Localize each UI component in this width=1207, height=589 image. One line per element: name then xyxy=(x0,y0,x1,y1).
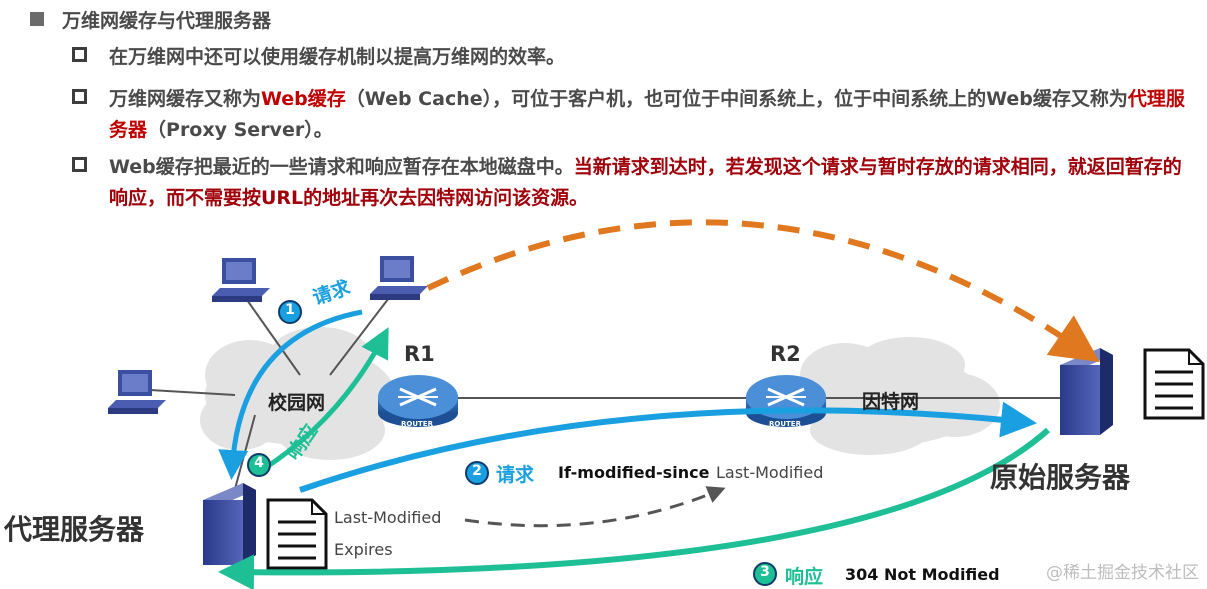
step4-response-arrow xyxy=(260,327,389,473)
step2-number: 2 xyxy=(472,463,482,479)
step1-number: 1 xyxy=(285,302,295,318)
bullet-2: 万维网缓存又称为Web缓存（Web Cache），可位于客户机，也可位于中间系统… xyxy=(72,84,1199,146)
bullet-segment: 代理服务器 xyxy=(109,88,1185,141)
step2-label: 请求 xyxy=(496,464,535,486)
step4-number: 4 xyxy=(254,455,264,471)
checkbox-icon xyxy=(72,157,87,172)
client-computer-icon xyxy=(108,370,166,414)
bullet-1: 在万维网中还可以使用缓存机制以提高万维网的效率。 xyxy=(72,42,1199,73)
section-heading: 万维网缓存与代理服务器 xyxy=(30,6,271,32)
doc-expires: Expires xyxy=(334,540,393,559)
bullet-segment: 在万维网中还可以使用缓存机制以提高万维网的效率。 xyxy=(109,46,566,68)
step3-label: 响应 xyxy=(785,566,824,588)
checkbox-icon xyxy=(72,89,87,104)
client-computer-icon xyxy=(212,258,270,302)
router-r1-text: ROUTER xyxy=(401,420,433,428)
proxy-server-label: 代理服务器 xyxy=(4,513,145,546)
heading-square-icon xyxy=(30,12,44,26)
orange-dashed-arrow xyxy=(426,219,1100,363)
router-r1-icon xyxy=(378,375,458,427)
internet-label: 因特网 xyxy=(862,391,920,413)
watermark: @稀土掘金技术社区 xyxy=(1046,563,1199,583)
cached-document-icon xyxy=(266,498,328,570)
bullet-segment: 当新请求到达时，若发现这个请求与暂时存放的请求相同，就返回暂存的响应，而不需要按… xyxy=(109,156,1182,209)
step3-response-arrow xyxy=(218,427,1050,589)
campus-net-label: 校园网 xyxy=(268,392,326,414)
bullet-segment: （Web Cache），可位于客户机，也可位于中间系统上，位于中间系统上的Web… xyxy=(345,88,1128,110)
heading-text: 万维网缓存与代理服务器 xyxy=(62,9,272,32)
bullet-segment: Web缓存把最近的一些请求和响应暂存在本地磁盘中。 xyxy=(109,156,574,178)
router-r1-label: R1 xyxy=(404,342,435,366)
checkbox-icon xyxy=(72,47,87,62)
step2-request-arrow xyxy=(299,401,1037,493)
client-computer-icon xyxy=(370,256,428,300)
internet-cloud xyxy=(795,337,1000,455)
bullet-segment: 万维网缓存又称为 xyxy=(109,88,262,110)
cache-check-arrow xyxy=(464,486,726,528)
step1-request-arrow xyxy=(218,309,363,480)
bullet-segment: （Proxy Server）。 xyxy=(147,119,333,141)
bullet-segment: Web缓存 xyxy=(261,88,346,110)
step2-value: Last-Modified xyxy=(716,463,824,482)
bullet-text: 在万维网中还可以使用缓存机制以提高万维网的效率。 xyxy=(109,42,1199,73)
origin-server-icon xyxy=(1060,348,1113,435)
step3-status: 304 Not Modified xyxy=(845,565,1000,584)
doc-last-modified: Last-Modified xyxy=(334,508,442,527)
router-r2-label: R2 xyxy=(770,342,801,366)
bullet-3: Web缓存把最近的一些请求和响应暂存在本地磁盘中。当新请求到达时，若发现这个请求… xyxy=(72,152,1199,214)
bullet-text: Web缓存把最近的一些请求和响应暂存在本地磁盘中。当新请求到达时，若发现这个请求… xyxy=(109,152,1199,214)
step2-header: If-modified-since xyxy=(558,463,710,482)
campus-cloud xyxy=(200,327,395,460)
router-r2-text: ROUTER xyxy=(769,420,801,428)
proxy-server-icon xyxy=(203,483,256,565)
bullet-text: 万维网缓存又称为Web缓存（Web Cache），可位于客户机，也可位于中间系统… xyxy=(109,84,1199,146)
origin-document-icon xyxy=(1143,348,1205,420)
step-badges xyxy=(247,300,777,586)
step3-number: 3 xyxy=(760,564,770,580)
origin-server-label: 原始服务器 xyxy=(990,461,1131,494)
